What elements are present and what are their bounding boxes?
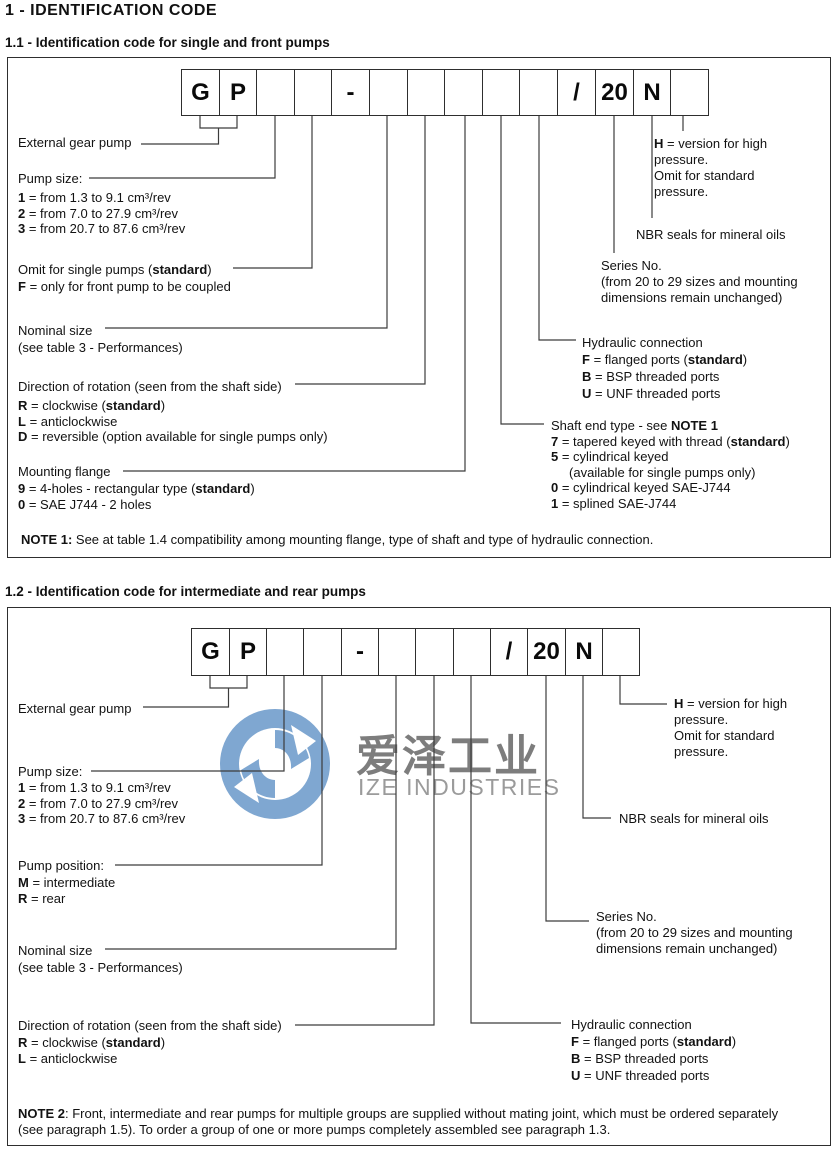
label-pump-size-title: Pump size:: [18, 764, 83, 779]
watermark-cn-text: 爱泽工业: [356, 732, 540, 781]
ize-logo-icon: [220, 709, 330, 819]
code-cell: [602, 628, 640, 676]
label-direction-title: Direction of rotation (seen from the sha…: [18, 1018, 282, 1033]
label-hydraulic-connection: Hydraulic connection F = flanged ports (…: [571, 1017, 737, 1083]
label-nominal-size: Nominal size (see table 3 - Performances…: [18, 943, 183, 975]
label-nbr-seals: NBR seals for mineral oils: [619, 811, 769, 826]
code-cell: /: [557, 69, 596, 116]
code-cell: [519, 69, 558, 116]
note-2: NOTE 2: Front, intermediate and rear pum…: [18, 1106, 779, 1137]
label-omit-front-pump: Omit for single pumps (standard) F = onl…: [18, 262, 231, 294]
code-cell: N: [633, 69, 671, 116]
code-cell: 20: [595, 69, 634, 116]
label-pump-size-items: 1 = from 1.3 to 9.1 cm³/rev 2 = from 7.0…: [18, 190, 186, 236]
code-cell: N: [565, 628, 603, 676]
code-cell: [294, 69, 332, 116]
code-cell: [670, 69, 709, 116]
code-cell: [256, 69, 295, 116]
code-cell: G: [181, 69, 220, 116]
code-cell: [303, 628, 342, 676]
label-hydraulic-connection: Hydraulic connection F = flanged ports (…: [582, 335, 748, 401]
label-external-gear-pump: External gear pump: [18, 135, 132, 150]
page-title: 1 - IDENTIFICATION CODE: [5, 2, 218, 19]
code-cell: [444, 69, 483, 116]
label-pump-size-items: 1 = from 1.3 to 9.1 cm³/rev 2 = from 7.0…: [18, 780, 186, 826]
label-high-pressure-version: H = version for high pressure. Omit for …: [654, 136, 768, 199]
code-cell: [266, 628, 304, 676]
label-pump-position-items: M = intermediate R = rear: [18, 875, 116, 906]
label-high-pressure-version: H = version for high pressure. Omit for …: [674, 696, 788, 759]
code-cell: G: [191, 628, 230, 676]
code-cell: [407, 69, 445, 116]
code-cell: [369, 69, 408, 116]
identification-diagram-intermediate-rear: 爱泽工业 IZE INDUSTRIES G P -: [7, 607, 831, 1146]
connector-lines: [91, 676, 667, 1026]
label-direction-items: R = clockwise (standard) L = anticlockwi…: [18, 398, 328, 444]
label-nbr-seals: NBR seals for mineral oils: [636, 227, 786, 242]
label-mounting-flange-title: Mounting flange: [18, 464, 111, 479]
label-direction-items: R = clockwise (standard) L = anticlockwi…: [18, 1035, 166, 1066]
code-cell: P: [229, 628, 267, 676]
code-cell: [415, 628, 454, 676]
label-shaft-end-type: Shaft end type - see NOTE 1 7 = tapered …: [551, 418, 790, 511]
label-nominal-size: Nominal size (see table 3 - Performances…: [18, 323, 183, 355]
code-cell: [378, 628, 416, 676]
code-cell: /: [490, 628, 528, 676]
watermark-en-text: IZE INDUSTRIES: [358, 774, 561, 800]
label-direction-title: Direction of rotation (seen from the sha…: [18, 379, 282, 394]
code-cell: [453, 628, 491, 676]
code-cell: 20: [527, 628, 566, 676]
connector-lines: [89, 116, 684, 472]
code-cell: [482, 69, 520, 116]
label-mounting-flange-items: 9 = 4-holes - rectangular type (standard…: [18, 481, 255, 512]
label-series-no: Series No. (from 20 to 29 sizes and moun…: [601, 258, 798, 305]
code-cell: -: [341, 628, 379, 676]
label-series-no: Series No. (from 20 to 29 sizes and moun…: [596, 909, 793, 956]
section2-heading: 1.2 - Identification code for intermedia…: [5, 584, 366, 599]
note-1: NOTE 1: See at table 1.4 compatibility a…: [21, 532, 654, 547]
label-pump-position-title: Pump position:: [18, 858, 104, 873]
section1-heading: 1.1 - Identification code for single and…: [5, 35, 330, 50]
label-pump-size-title: Pump size:: [18, 171, 83, 186]
identification-diagram-single-front: G P - / 20 N External gear pump Pump siz…: [7, 57, 831, 558]
code-cell: -: [331, 69, 370, 116]
code-cell: P: [219, 69, 257, 116]
label-external-gear-pump: External gear pump: [18, 701, 132, 716]
